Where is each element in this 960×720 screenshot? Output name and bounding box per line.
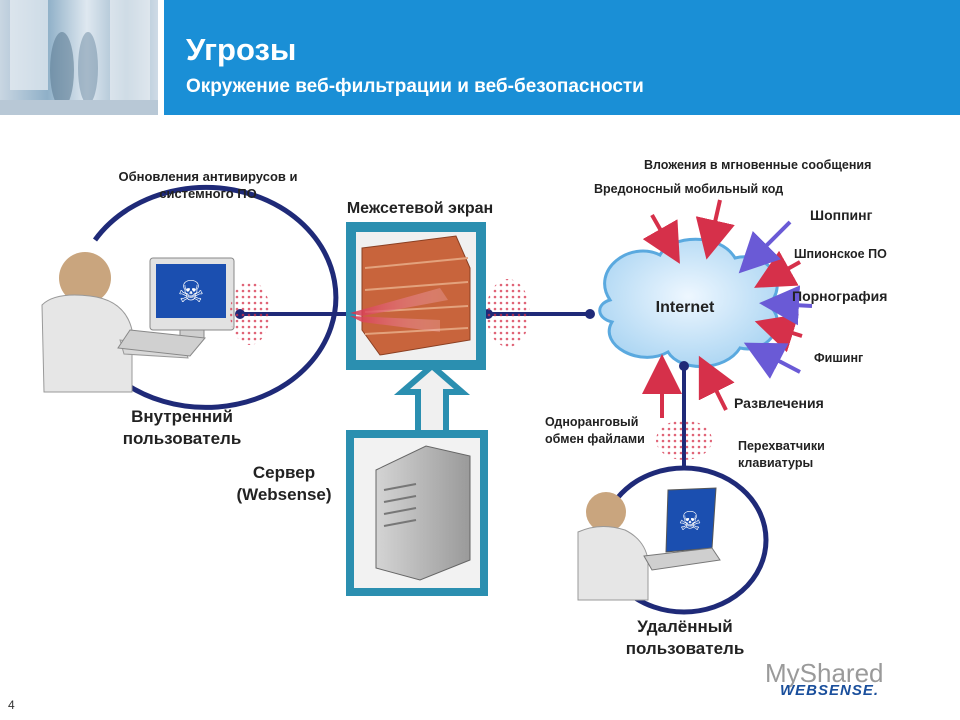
page-number: 4: [8, 698, 15, 712]
threat-arrows-purple: [738, 220, 813, 379]
header-photo: [0, 0, 158, 115]
header-separator: [158, 0, 164, 115]
skull-icon: ☠: [178, 276, 205, 309]
threat-porn: Порнография: [792, 288, 888, 304]
threat-shopping: Шоппинг: [810, 207, 873, 223]
updates-label: Обновления антивирусов и системного ПО: [118, 169, 298, 201]
threat-entertainment: Развлечения: [734, 395, 824, 411]
watermark: MyShared: [765, 658, 884, 688]
page-subtitle: Окружение веб-фильтрации и веб-безопасно…: [186, 76, 644, 97]
threat-phishing: Фишинг: [814, 351, 864, 365]
firewall-group: [346, 222, 486, 370]
threat-spyware: Шпионское ПО: [794, 247, 887, 261]
internal-user-group: ☠: [41, 184, 339, 410]
brand-logo: WEBSENSE.: [780, 682, 880, 699]
page-title: Угрозы: [186, 32, 297, 67]
threat-arrows-red: [642, 199, 803, 418]
server-icon: [375, 445, 471, 581]
skull-icon: ☠: [678, 506, 701, 536]
threat-im-attachments: Вложения в мгновенные сообщения: [644, 158, 872, 172]
remote-user-label: Удалённый пользователь: [625, 617, 745, 658]
internal-user-label: Внутренний пользователь: [122, 407, 242, 448]
internet-label: Internet: [655, 299, 715, 316]
remote-user-head: [586, 492, 626, 532]
firewall-label: Межсетевой экран: [346, 200, 494, 217]
server-group: [346, 430, 488, 596]
threat-mobile-code: Вредоносный мобильный код: [594, 182, 784, 196]
server-label: Сервер (Websense): [236, 463, 332, 504]
threat-p2p: Одноранговый обмен файлами: [545, 415, 645, 446]
remote-user-group: ☠: [577, 465, 769, 615]
internal-user-head: [59, 252, 111, 304]
threat-keyloggers: Перехватчики клавиатуры: [738, 439, 825, 470]
